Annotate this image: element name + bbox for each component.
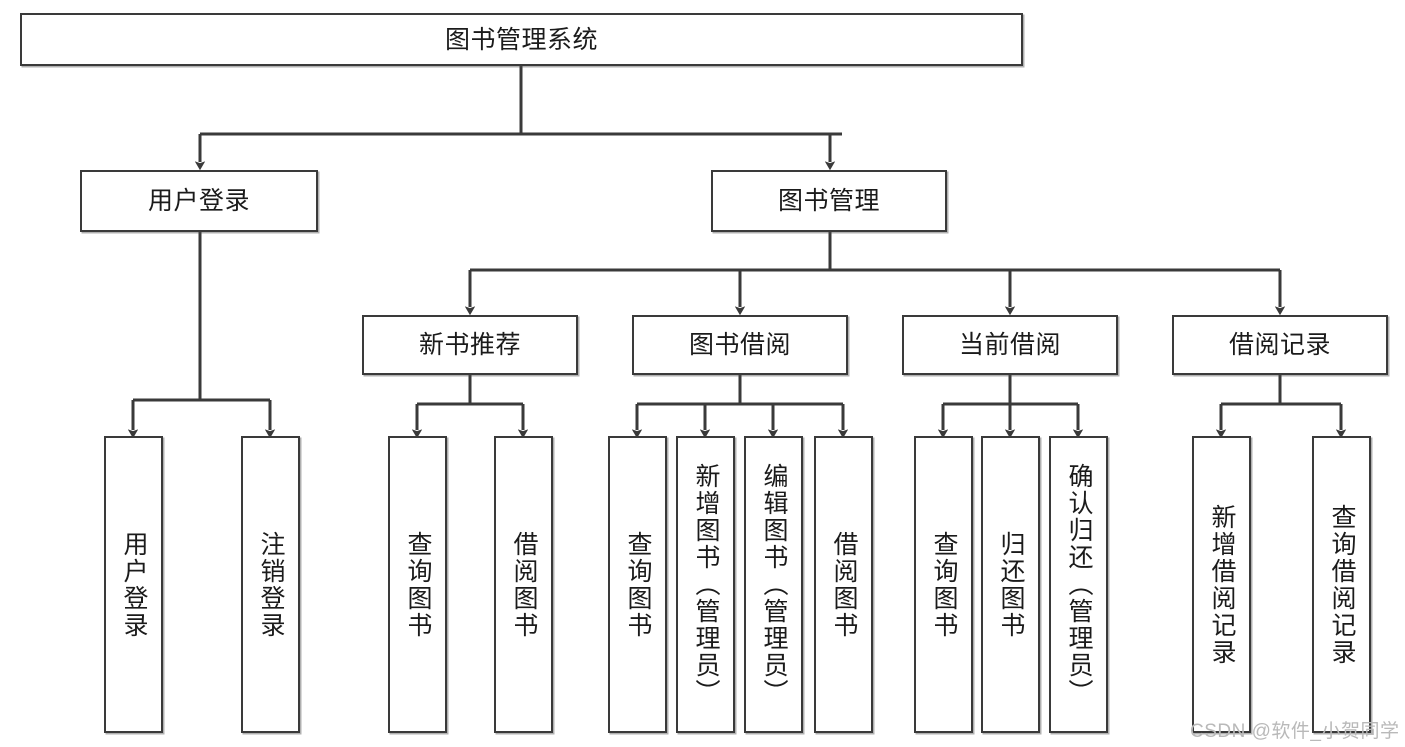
node-leaf-query-record[interactable]: 查询借阅记录: [1312, 436, 1371, 733]
node-leaf-add-book-label: 新增图书（管理员）: [692, 463, 720, 706]
node-leaf-user-login-label: 用户登录: [120, 530, 148, 639]
node-leaf-borrow-book-2-label: 借阅图书: [830, 530, 858, 639]
node-new-book-recommend[interactable]: 新书推荐: [362, 315, 578, 375]
node-leaf-query-book-1[interactable]: 查询图书: [388, 436, 447, 733]
node-leaf-logout-label: 注销登录: [257, 530, 285, 639]
node-leaf-borrow-book-2[interactable]: 借阅图书: [814, 436, 873, 733]
node-leaf-user-login[interactable]: 用户登录: [104, 436, 163, 733]
node-leaf-add-book[interactable]: 新增图书（管理员）: [676, 436, 735, 733]
node-new-book-recommend-label: 新书推荐: [418, 331, 521, 359]
node-leaf-query-record-label: 查询借阅记录: [1328, 503, 1356, 666]
csdn-watermark: CSDN @软件_小贺同学: [1190, 721, 1400, 742]
node-book-manage[interactable]: 图书管理: [711, 170, 947, 232]
node-leaf-borrow-book-1-label: 借阅图书: [510, 530, 538, 639]
node-leaf-query-book-2[interactable]: 查询图书: [608, 436, 667, 733]
node-root-label: 图书管理系统: [444, 25, 598, 54]
node-user-login[interactable]: 用户登录: [80, 170, 318, 232]
node-leaf-return-book-label: 归还图书: [997, 530, 1025, 639]
node-borrow-record-label: 借阅记录: [1228, 331, 1331, 359]
node-leaf-return-book[interactable]: 归还图书: [981, 436, 1040, 733]
node-root[interactable]: 图书管理系统: [20, 13, 1023, 66]
node-current-borrow-label: 当前借阅: [958, 331, 1061, 359]
node-book-manage-label: 图书管理: [777, 187, 880, 215]
node-leaf-add-record[interactable]: 新增借阅记录: [1192, 436, 1251, 733]
node-current-borrow[interactable]: 当前借阅: [902, 315, 1118, 375]
node-leaf-query-book-1-label: 查询图书: [404, 530, 432, 639]
node-user-login-label: 用户登录: [147, 187, 250, 215]
node-leaf-edit-book[interactable]: 编辑图书（管理员）: [744, 436, 803, 733]
node-leaf-confirm-return-label: 确认归还（管理员）: [1065, 463, 1093, 706]
node-borrow-record[interactable]: 借阅记录: [1172, 315, 1388, 375]
node-book-borrow[interactable]: 图书借阅: [632, 315, 848, 375]
node-leaf-query-book-3-label: 查询图书: [930, 530, 958, 639]
node-leaf-borrow-book-1[interactable]: 借阅图书: [494, 436, 553, 733]
node-leaf-add-record-label: 新增借阅记录: [1208, 503, 1236, 666]
node-leaf-query-book-3[interactable]: 查询图书: [914, 436, 973, 733]
node-leaf-edit-book-label: 编辑图书（管理员）: [760, 463, 788, 706]
node-book-borrow-label: 图书借阅: [688, 331, 791, 359]
node-leaf-confirm-return[interactable]: 确认归还（管理员）: [1049, 436, 1108, 733]
node-leaf-logout[interactable]: 注销登录: [241, 436, 300, 733]
node-leaf-query-book-2-label: 查询图书: [624, 530, 652, 639]
